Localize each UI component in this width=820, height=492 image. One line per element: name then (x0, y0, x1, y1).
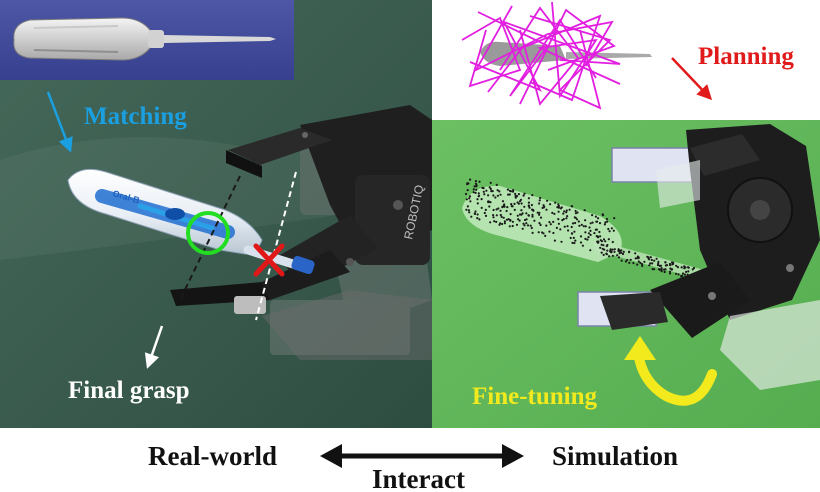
planning-arrow (671, 57, 713, 101)
real-world-panel: ROBOTIQ Oral-B (0, 0, 432, 428)
match-circle-icon (186, 211, 230, 255)
planning-label: Planning (698, 43, 794, 70)
real-world-label: Real-world (148, 441, 277, 471)
simulation-panel: Planning Fine-tuning (432, 0, 820, 428)
grasp-line-black (179, 175, 241, 301)
interact-double-arrow-icon (320, 444, 524, 468)
interact-label: Interact (372, 464, 465, 492)
screwdriver-shaft (164, 35, 276, 43)
planning-trajectories (461, 1, 652, 110)
simulation-label: Simulation (552, 441, 678, 471)
reject-cross-icon (253, 243, 285, 277)
grasp-line-white (255, 171, 297, 321)
caption-row: Real-world Interact Simulation (148, 441, 678, 492)
fine-tuning-curved-arrow-icon (624, 336, 717, 406)
screwdriver-inlay (0, 0, 294, 80)
screwdriver-handle (13, 17, 151, 61)
robotiq-gripper: ROBOTIQ (170, 105, 432, 360)
final-grasp-label: Final grasp (68, 377, 190, 404)
final-grasp-arrow (144, 325, 164, 369)
matching-arrow (46, 91, 73, 153)
sim-gripper (577, 124, 820, 390)
matching-label: Matching (84, 103, 187, 130)
fine-tuning-label: Fine-tuning (472, 383, 598, 410)
sim-point-cloud (462, 178, 711, 283)
